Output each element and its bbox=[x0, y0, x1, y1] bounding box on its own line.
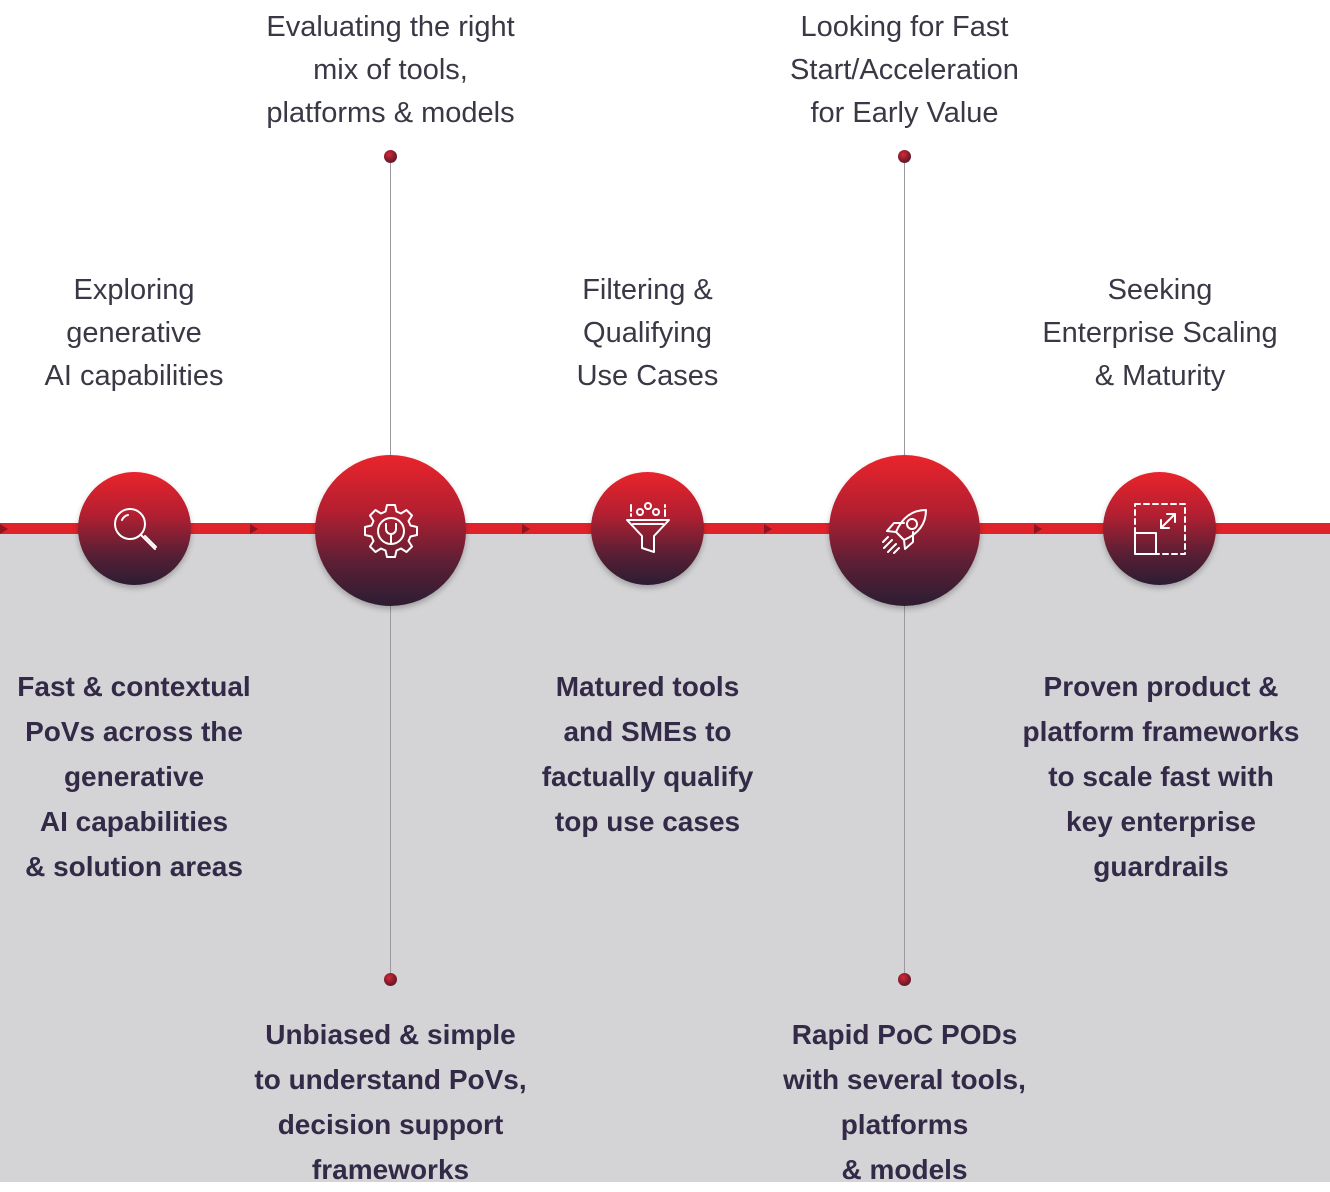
connector-line-2-top bbox=[390, 158, 391, 458]
timeline-arrow-1 bbox=[0, 524, 8, 534]
stage-description-3: Matured tools and SMEs to factually qual… bbox=[541, 671, 754, 837]
rocket-icon bbox=[881, 508, 927, 554]
gear-wrench-icon bbox=[363, 503, 418, 558]
timeline-arrow-3 bbox=[522, 524, 530, 534]
stage-node-5 bbox=[1103, 472, 1216, 585]
connector-line-4-bottom bbox=[904, 604, 905, 976]
funnel-icon bbox=[625, 501, 670, 553]
stage-node-3 bbox=[591, 472, 704, 585]
timeline-arrow-2 bbox=[250, 524, 258, 534]
stage-label-4: Looking for Fast Start/Acceleration for … bbox=[790, 11, 1019, 129]
connector-dot-2-bottom bbox=[384, 973, 397, 986]
magnifier-icon bbox=[113, 507, 157, 550]
stage-description-4: Rapid PoC PODs with several tools, platf… bbox=[783, 1019, 1026, 1185]
stage-description-1: Fast & contextual PoVs across the genera… bbox=[17, 671, 251, 882]
connector-dot-2-top bbox=[384, 150, 397, 163]
timeline-arrow-5 bbox=[1034, 524, 1042, 534]
stage-label-5: Seeking Enterprise Scaling & Maturity bbox=[1042, 274, 1278, 392]
scale-up-icon bbox=[1133, 502, 1186, 555]
timeline-arrow-4 bbox=[764, 524, 772, 534]
connector-line-4-top bbox=[904, 158, 905, 458]
stage-node-4 bbox=[829, 455, 980, 606]
stage-description-2: Unbiased & simple to understand PoVs, de… bbox=[254, 1019, 527, 1185]
stage-description-5: Proven product & platform frameworks to … bbox=[1022, 671, 1300, 882]
bottom-panel bbox=[0, 529, 1330, 1182]
connector-line-2-bottom bbox=[390, 604, 391, 976]
stage-node-1 bbox=[78, 472, 191, 585]
connector-dot-4-bottom bbox=[898, 973, 911, 986]
stage-label-1: Exploring generative AI capabilities bbox=[44, 274, 224, 392]
stage-label-2: Evaluating the right mix of tools, platf… bbox=[266, 11, 515, 129]
connector-dot-4-top bbox=[898, 150, 911, 163]
stage-node-2 bbox=[315, 455, 466, 606]
stage-label-3: Filtering & Qualifying Use Cases bbox=[576, 274, 719, 392]
